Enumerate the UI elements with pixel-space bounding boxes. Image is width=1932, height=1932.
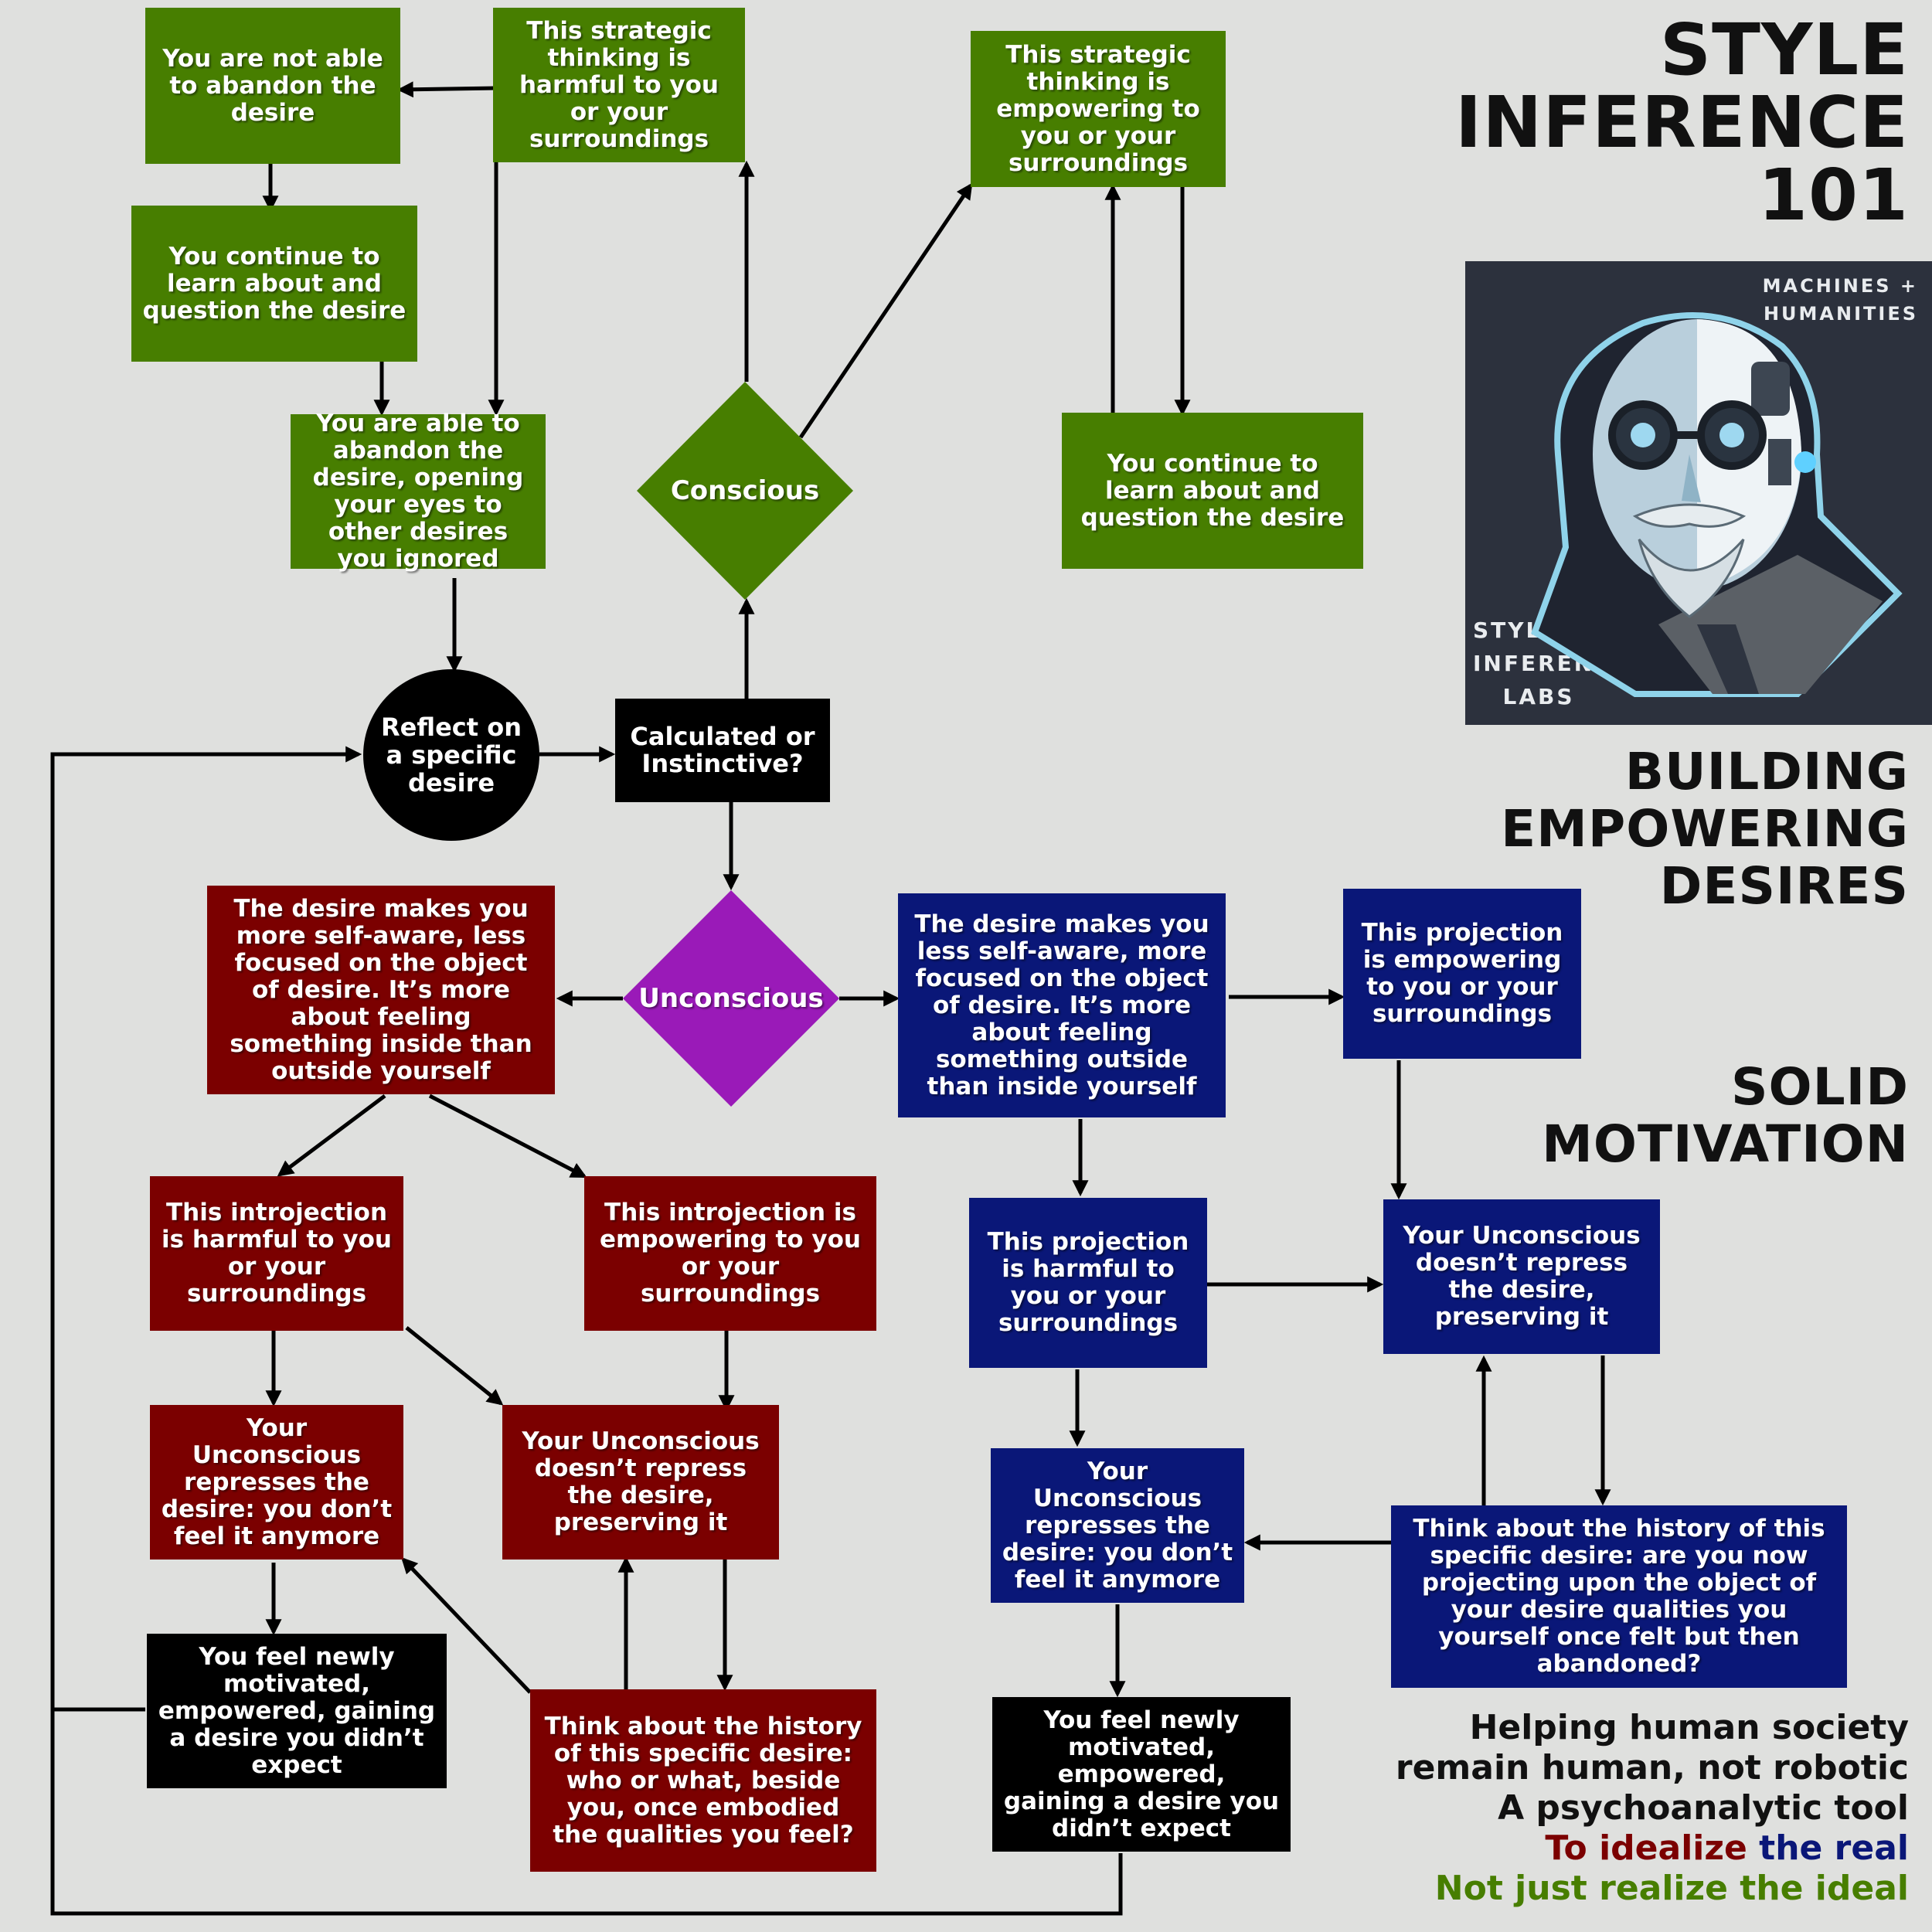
subtitle-building: BUILDING EMPOWERING DESIRES xyxy=(1501,743,1909,915)
logo-text: LABS xyxy=(1502,684,1575,709)
subtitle-line: SOLID xyxy=(1730,1057,1909,1117)
node-continue-learn-right: You continue to learn about and question… xyxy=(1062,413,1363,569)
node-conscious-label: Conscious xyxy=(670,475,820,506)
logo-text: MACHINES + xyxy=(1762,275,1918,297)
arrow-history-to-represses xyxy=(401,1556,532,1694)
tagline-line: A psychoanalytic tool xyxy=(1498,1788,1909,1828)
node-projection-harmful: This projection is harmful to you or you… xyxy=(969,1198,1207,1368)
node-conscious: Conscious xyxy=(637,382,853,600)
tagline: Helping human society remain human, not … xyxy=(1396,1708,1909,1909)
subtitle-line: MOTIVATION xyxy=(1542,1114,1909,1174)
node-not-able-to-abandon: You are not able to abandon the desire xyxy=(145,8,400,164)
arrow-harmful-to-notable xyxy=(396,81,495,98)
node-able-to-abandon: You are able to abandon the desire, open… xyxy=(291,410,546,573)
node-history-red: Think about the history of this specific… xyxy=(530,1689,876,1872)
arrow-selfaware-to-harmful xyxy=(277,1094,386,1177)
node-introjection-harmful: This introjection is harmful to you or y… xyxy=(150,1176,403,1331)
subtitle-line: EMPOWERING xyxy=(1501,799,1909,859)
arrow-selfaware-to-empowering xyxy=(428,1094,587,1179)
node-projection-empowering: This projection is empowering to you or … xyxy=(1343,889,1581,1059)
node-motivated-left: You feel newly motivated, empowered, gai… xyxy=(147,1634,447,1788)
node-strategic-harmful: This strategic thinking is harmful to yo… xyxy=(493,8,745,162)
subtitle-line: DESIRES xyxy=(1659,856,1909,916)
node-represses-red: Your Unconscious represses the desire: y… xyxy=(150,1405,403,1560)
arrow-conscious-to-empowering xyxy=(798,182,973,439)
node-strategic-empowering: This strategic thinking is empowering to… xyxy=(971,31,1226,187)
tagline-the-real: the real xyxy=(1759,1828,1909,1868)
node-preserves-red: Your Unconscious doesn’t repress the des… xyxy=(502,1405,779,1560)
node-continue-learn-left: You continue to learn about and question… xyxy=(131,206,417,362)
title-line: 101 xyxy=(1757,154,1909,236)
node-history-blue: Think about the history of this specific… xyxy=(1391,1505,1847,1688)
subtitle-motivation: SOLID MOTIVATION xyxy=(1542,1059,1909,1173)
node-calculated-or-instinctive: Calculated or Instinctive? xyxy=(615,699,830,802)
arrow-loop-left xyxy=(50,746,362,1712)
logo-text: HUMANITIES xyxy=(1763,303,1918,325)
page-title: STYLE INFERENCE 101 xyxy=(1455,14,1909,232)
node-less-self-aware: The desire makes you less self-aware, mo… xyxy=(898,893,1226,1117)
robot-psychoanalyst-icon xyxy=(1531,312,1903,697)
subtitle-line: BUILDING xyxy=(1624,742,1909,801)
tagline-line: remain human, not robotic xyxy=(1395,1748,1909,1787)
node-reflect: Reflect on a specific desire xyxy=(363,669,539,841)
node-represses-blue: Your Unconscious represses the desire: y… xyxy=(991,1448,1244,1603)
tagline-idealize: To idealize xyxy=(1545,1828,1747,1868)
arrow-harmful-to-preserves xyxy=(405,1326,504,1406)
node-motivated-right: You feel newly motivated, empowered, gai… xyxy=(992,1697,1291,1852)
arrow-loop-bottom xyxy=(50,1700,1123,1916)
tagline-realize: Not just realize the ideal xyxy=(1434,1869,1909,1908)
title-line: INFERENCE xyxy=(1455,81,1909,164)
title-line: STYLE xyxy=(1659,9,1909,91)
logo: MACHINES + HUMANITIES STYLE INFERENCE LA… xyxy=(1465,261,1932,725)
node-unconscious: Unconscious xyxy=(623,890,839,1107)
node-preserves-blue: Your Unconscious doesn’t repress the des… xyxy=(1383,1199,1660,1354)
node-unconscious-label: Unconscious xyxy=(638,983,824,1014)
node-more-self-aware: The desire makes you more self-aware, le… xyxy=(207,886,555,1094)
tagline-line: Helping human society xyxy=(1469,1708,1909,1747)
node-introjection-empowering: This introjection is empowering to you o… xyxy=(584,1176,876,1331)
tagline-line-colored: To idealize the real xyxy=(1396,1828,1909,1869)
